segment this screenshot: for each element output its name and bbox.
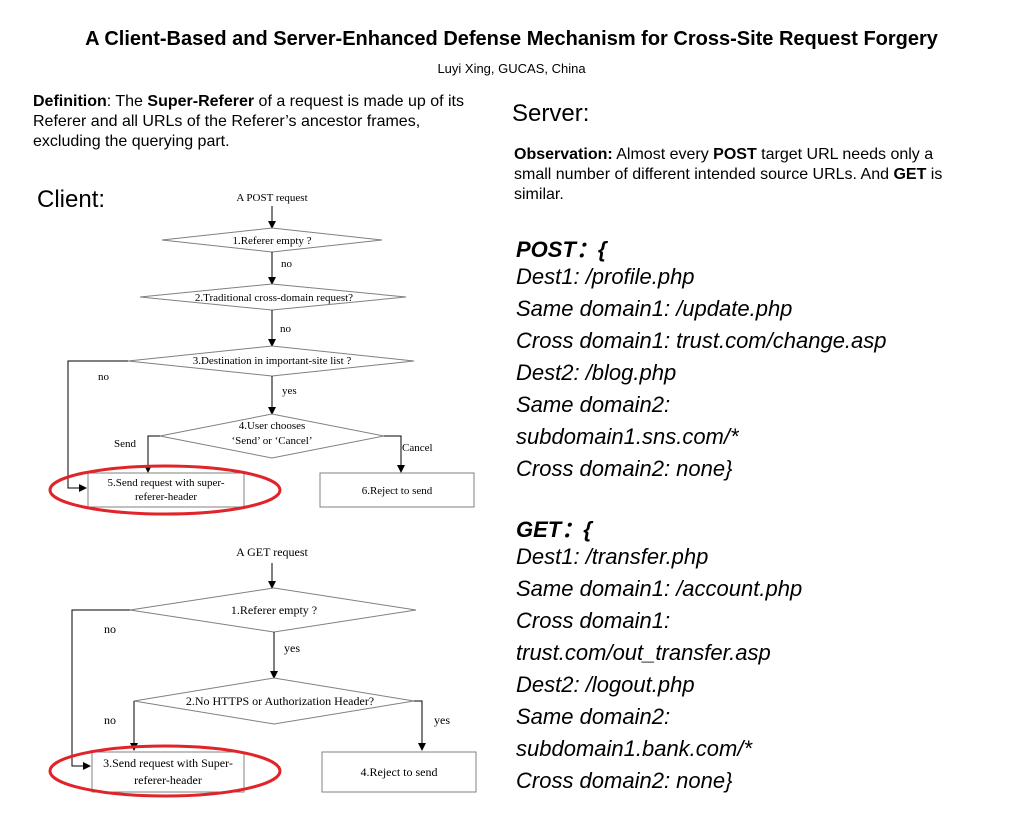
get-flowchart: A GET request 1.Referer empty ? yes no 2… <box>48 545 477 798</box>
get-decision-2-yes: yes <box>434 713 450 727</box>
get-rule-line: Same domain2: <box>516 704 671 729</box>
get-decision-1 <box>129 587 417 633</box>
definition-paragraph: Definition: The Super-Referer of a reque… <box>33 92 488 152</box>
observation-post: POST <box>713 146 757 163</box>
get-box-3-label-2: referer-header <box>134 773 202 787</box>
post-cancel-label: Cancel <box>402 442 433 454</box>
post-arrow <box>384 435 405 473</box>
post-start-label: A POST request <box>236 192 307 204</box>
post-rule-line: Same domain1: /update.php <box>516 296 793 321</box>
get-rule-line: subdomain1.bank.com/* <box>516 736 753 761</box>
get-box-3-label-1: 3.Send request with Super- <box>103 756 233 770</box>
post-arrow <box>67 360 128 492</box>
get-decision-1-no: no <box>104 622 116 636</box>
post-box-6-label: 6.Reject to send <box>362 485 433 497</box>
post-decision-3 <box>127 345 415 377</box>
post-arrow <box>144 435 160 473</box>
get-start-label: A GET request <box>236 545 308 559</box>
get-decision-2-label: 2.No HTTPS or Authorization Header? <box>186 694 374 708</box>
definition-key: Super-Referer <box>147 93 255 110</box>
post-rule-line: Dest1: /profile.php <box>516 264 695 289</box>
server-heading: Server: <box>512 100 590 127</box>
definition-term: Definition <box>33 93 107 110</box>
get-box-4-label: 4.Reject to send <box>361 765 438 779</box>
post-send-label: Send <box>114 438 137 450</box>
get-rule-line: Same domain1: /account.php <box>516 576 803 601</box>
post-decision-2-no: no <box>280 323 292 335</box>
get-box-3 <box>91 751 245 793</box>
page-title: A Client-Based and Server-Enhanced Defen… <box>85 28 938 50</box>
post-decision-2 <box>139 283 407 311</box>
post-decision-3-no: no <box>98 371 110 383</box>
post-decision-1-no: no <box>281 258 293 270</box>
get-decision-1-yes: yes <box>284 641 300 655</box>
get-highlight-ellipse <box>48 744 282 798</box>
get-rule-header: GET：{ <box>516 517 592 542</box>
get-decision-1-label: 1.Referer empty ? <box>231 603 317 617</box>
observation-text-1: Almost every <box>612 146 714 163</box>
client-heading: Client: <box>37 186 106 213</box>
get-arrow <box>414 700 426 751</box>
get-arrow <box>71 609 130 770</box>
post-decision-3-label: 3.Destination in important-site list ? <box>193 355 352 367</box>
get-rule-line: Dest1: /transfer.php <box>516 544 709 569</box>
post-rule-line: Same domain2: <box>516 392 671 417</box>
definition-sep: : The <box>106 93 148 110</box>
post-decision-4-label-1: 4.User chooses <box>239 420 306 432</box>
get-decision-2-no: no <box>104 713 116 727</box>
get-rule-line: Cross domain1: <box>516 608 671 633</box>
get-box-4 <box>321 751 477 793</box>
post-box-5-label-1: 5.Send request with super- <box>107 477 224 489</box>
observation-term: Observation: <box>514 146 613 163</box>
get-rule-line: trust.com/out_transfer.asp <box>516 640 771 665</box>
post-box-6 <box>319 472 475 508</box>
post-decision-1-label: 1.Referer empty ? <box>232 235 311 247</box>
post-flowchart: A POST request 1.Referer empty ? no 2.Tr… <box>48 192 475 516</box>
post-rule-line: subdomain1.sns.com/* <box>516 424 739 449</box>
post-decision-3-yes: yes <box>282 385 297 397</box>
post-rule-line: Cross domain2: none} <box>516 456 733 481</box>
definition-rest: of a request is made up of its Referer a… <box>33 93 464 150</box>
observation-text-2: target URL needs only a small number of … <box>514 146 934 183</box>
author-line: Luyi Xing, GUCAS, China <box>437 61 586 76</box>
client-flowcharts: A POST request 1.Referer empty ? no 2.Tr… <box>48 192 477 798</box>
post-highlight-ellipse <box>48 464 282 516</box>
get-rule-line: Cross domain2: none} <box>516 768 733 793</box>
post-rule-header: POST：{ <box>516 237 607 262</box>
post-rule-line: Cross domain1: trust.com/change.asp <box>516 328 887 353</box>
observation-paragraph: Observation: Almost every POST target UR… <box>514 145 944 205</box>
post-decision-4-label-2: ‘Send’ or ‘Cancel’ <box>231 435 312 447</box>
get-rule-line: Dest2: /logout.php <box>516 672 695 697</box>
post-decision-1 <box>161 227 383 253</box>
post-decision-2-label: 2.Traditional cross-domain request? <box>195 292 353 304</box>
post-box-5 <box>87 472 245 508</box>
post-box-5-label-2: referer-header <box>135 491 197 503</box>
observation-get: GET <box>893 166 927 183</box>
post-rule-line: Dest2: /blog.php <box>516 360 677 385</box>
observation-text-3: is similar. <box>514 166 943 203</box>
